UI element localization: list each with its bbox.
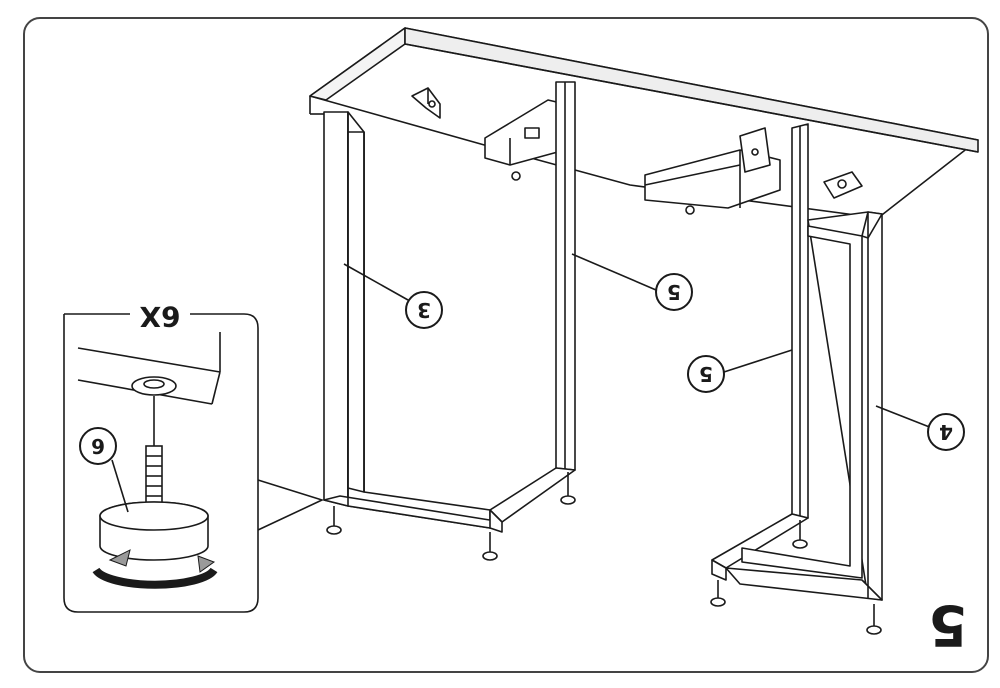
step-number: 5 [929,592,968,657]
callout-part-6-label: 6 [91,434,105,458]
foot-3 [560,472,576,505]
detail-quantity: 6X [139,300,180,333]
leg-part-5-back [489,81,576,533]
top-rail-bracket [644,127,781,209]
foot-4 [710,580,726,607]
callout-part-5-back: 5 [655,273,693,311]
callout-part-4: 4 [927,413,965,451]
corner-bracket-right [823,171,863,199]
callout-leaders [343,253,933,429]
leveling-feet [326,171,882,635]
callout-part-5-back-label: 5 [667,280,681,304]
callout-part-5-front: 5 [687,355,725,393]
panel-part-4 [725,211,883,601]
foot-1 [326,506,342,535]
callout-part-3-label: 3 [417,298,431,322]
foot-5 [792,520,808,549]
callout-part-5-front-label: 5 [699,362,713,386]
detail-inset: 6X 6 [63,300,325,613]
callout-part-3: 3 [405,291,443,329]
panel-part-3 [323,111,503,529]
foot-6 [866,604,882,635]
foot-2 [482,532,498,561]
callout-part-4-label: 4 [939,420,953,444]
corner-bracket-left [411,87,441,119]
callout-part-6: 6 [79,427,129,513]
leg-part-5-front [711,123,809,581]
